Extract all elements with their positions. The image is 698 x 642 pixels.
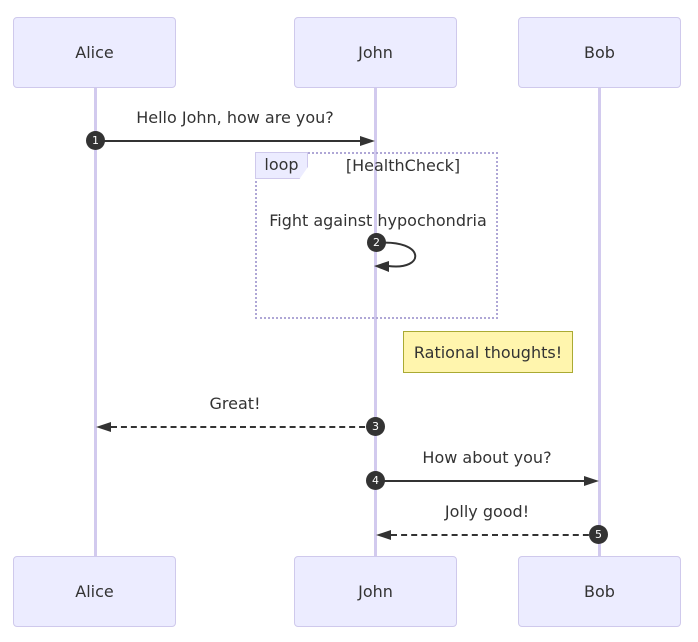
sequence-number-badge-2: 2 bbox=[367, 233, 386, 252]
message-line-5 bbox=[391, 534, 599, 536]
actor-box-john-bottom: John bbox=[294, 556, 457, 627]
arrowhead-right-icon bbox=[584, 476, 599, 486]
message-label-1: Hello John, how are you? bbox=[136, 108, 334, 127]
actor-box-alice-bottom: Alice bbox=[13, 556, 176, 627]
sequence-number-badge-4: 4 bbox=[366, 471, 385, 490]
loop-label: loop bbox=[255, 152, 308, 179]
loop-frame bbox=[255, 152, 498, 319]
lifeline-bob bbox=[598, 88, 601, 556]
message-label-3: Great! bbox=[209, 394, 261, 413]
message-line-3 bbox=[111, 426, 375, 428]
note-box: Rational thoughts! bbox=[403, 331, 573, 373]
lifeline-john bbox=[374, 88, 377, 556]
actor-box-john-top: John bbox=[294, 17, 457, 88]
sequence-number-badge-3: 3 bbox=[366, 417, 385, 436]
message-line-1 bbox=[96, 140, 362, 142]
message-line-4 bbox=[375, 480, 585, 482]
loop-condition: [HealthCheck] bbox=[345, 156, 461, 175]
sequence-number-badge-1: 1 bbox=[86, 131, 105, 150]
message-label-2: Fight against hypochondria bbox=[269, 211, 487, 230]
message-label-4: How about you? bbox=[422, 448, 552, 467]
actor-box-alice-top: Alice bbox=[13, 17, 176, 88]
message-label-5: Jolly good! bbox=[444, 502, 530, 521]
arrowhead-right-icon bbox=[360, 136, 375, 146]
arrowhead-left-icon bbox=[376, 530, 391, 540]
actor-box-bob-bottom: Bob bbox=[518, 556, 681, 627]
self-loop-arrow-icon bbox=[374, 241, 417, 272]
actor-box-bob-top: Bob bbox=[518, 17, 681, 88]
sequence-number-badge-5: 5 bbox=[589, 525, 608, 544]
lifeline-alice bbox=[94, 88, 97, 556]
arrowhead-left-icon bbox=[96, 422, 111, 432]
